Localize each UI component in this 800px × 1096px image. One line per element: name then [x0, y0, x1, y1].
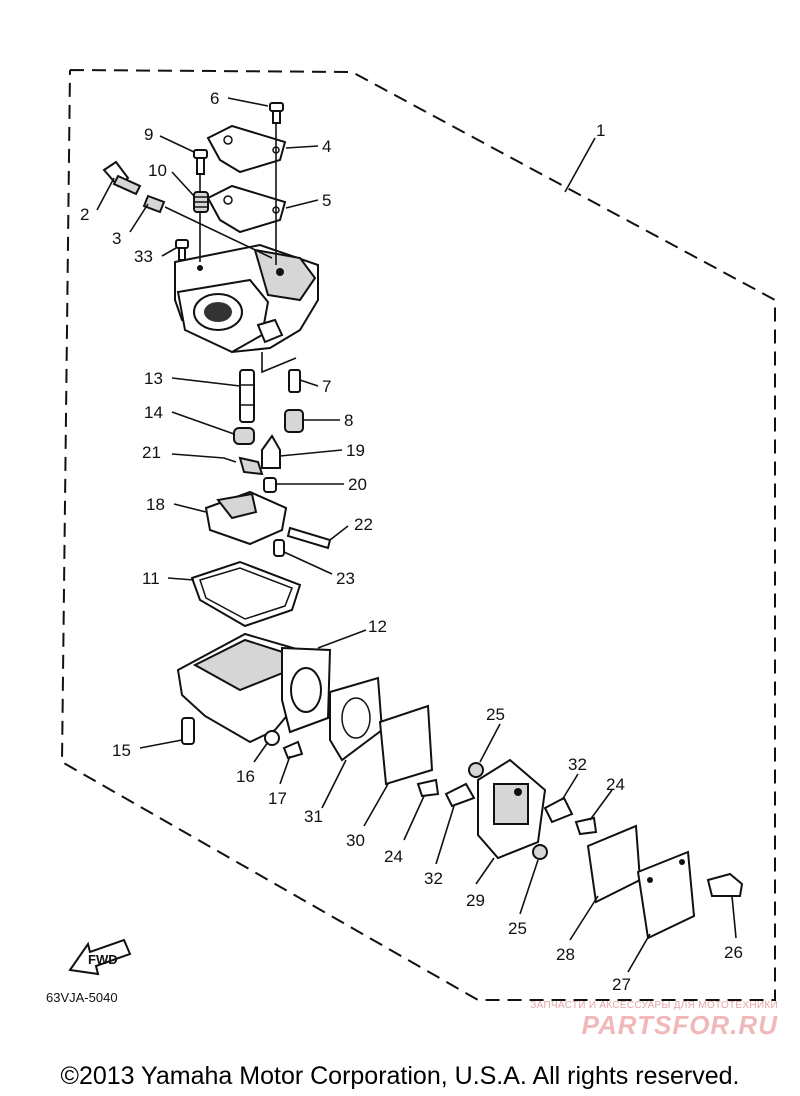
leader-1 [564, 137, 596, 193]
fwd-arrow: FWD [68, 938, 132, 976]
screw-24b [574, 816, 598, 836]
callout-24-left: 24 [384, 847, 403, 866]
watermark-brand: PARTSFOR.RU [581, 1010, 778, 1040]
callout-23: 23 [336, 569, 355, 588]
callout-7: 7 [322, 377, 331, 396]
gasket-31 [329, 676, 384, 762]
parts-diagram: FWD 63VJA-5040 [46, 69, 776, 1005]
callout-25-top: 25 [486, 705, 505, 724]
diagram-code: 63VJA-5040 [46, 990, 118, 1005]
assembly-line-7 [261, 352, 297, 374]
callout-5: 5 [322, 191, 331, 210]
callout-16: 16 [236, 767, 255, 786]
callout-29: 29 [466, 891, 485, 910]
pipe-32a [444, 782, 476, 808]
screw-9 [193, 149, 208, 175]
carburetor-body [174, 243, 319, 354]
callout-30: 30 [346, 831, 365, 850]
assembly-boundary [60, 69, 776, 1001]
callout-19: 19 [346, 441, 365, 460]
float-chamber-gasket-11 [190, 560, 302, 628]
nut-25b [532, 844, 548, 860]
callout-28: 28 [556, 945, 575, 964]
callout-12: 12 [368, 617, 387, 636]
callout-32-left: 32 [424, 869, 443, 888]
main-nozzle-13 [239, 369, 255, 423]
callout-21: 21 [142, 443, 161, 462]
pilot-jet-7 [288, 369, 301, 393]
callout-14: 14 [144, 403, 163, 422]
gasket-5 [206, 184, 287, 234]
float-pin-22 [286, 526, 332, 550]
callout-32-right: 32 [568, 755, 587, 774]
pump-cover-27 [636, 850, 696, 940]
callout-15: 15 [112, 741, 131, 760]
callout-4: 4 [322, 137, 331, 156]
washer-16 [264, 730, 280, 746]
callout-6: 6 [210, 89, 219, 108]
callout-18: 18 [146, 495, 165, 514]
callout-31: 31 [304, 807, 323, 826]
fuel-pump-body-29 [477, 758, 547, 860]
callout-3: 3 [112, 229, 121, 248]
callout-27: 27 [612, 975, 631, 994]
callout-20: 20 [348, 475, 367, 494]
plate-30 [378, 704, 434, 786]
float-chamber-12 [176, 632, 332, 744]
bolt-26 [706, 872, 744, 897]
fwd-label: FWD [88, 952, 118, 967]
nut-25a [468, 762, 484, 778]
callout-26: 26 [724, 943, 743, 962]
callout-1: 1 [596, 121, 605, 140]
pipe-32b [543, 796, 574, 824]
callout-17: 17 [268, 789, 287, 808]
needle-valve-19 [261, 434, 281, 469]
cover-plate-4 [206, 124, 287, 174]
callout-13: 13 [144, 369, 163, 388]
callout-2: 2 [80, 205, 89, 224]
main-jet-8 [284, 409, 304, 433]
assembly-line-3 [164, 206, 273, 259]
pilot-screw-2 [102, 160, 142, 196]
callout-11: 11 [142, 569, 160, 588]
watermark: ЗАПЧАСТИ И АКСЕССУАРЫ ДЛЯ МОТОТЕХНИКИ PA… [530, 1000, 778, 1039]
callout-25-bottom: 25 [508, 919, 527, 938]
spring-10 [193, 191, 209, 213]
plug-14 [233, 427, 255, 445]
screw-23 [273, 539, 285, 557]
screw-17 [282, 740, 304, 760]
drain-screw-15 [181, 717, 195, 745]
callout-33: 33 [134, 247, 153, 266]
callout-24-right: 24 [606, 775, 625, 794]
diaphragm-28 [586, 824, 642, 904]
clip-21 [238, 456, 264, 476]
callout-9: 9 [144, 125, 153, 144]
watermark-subtitle: ЗАПЧАСТИ И АКСЕССУАРЫ ДЛЯ МОТОТЕХНИКИ [530, 1000, 778, 1011]
screw-24a [416, 778, 440, 798]
leader-lines [96, 97, 737, 973]
screw-6 [269, 102, 284, 124]
screw-33 [175, 239, 189, 261]
callout-22: 22 [354, 515, 373, 534]
callout-8: 8 [344, 411, 353, 430]
copyright-notice: ©2013 Yamaha Motor Corporation, U.S.A. A… [60, 1062, 740, 1090]
spring-3 [142, 194, 166, 214]
screw-20 [263, 477, 277, 493]
callout-10: 10 [148, 161, 167, 180]
float-18 [204, 490, 288, 546]
